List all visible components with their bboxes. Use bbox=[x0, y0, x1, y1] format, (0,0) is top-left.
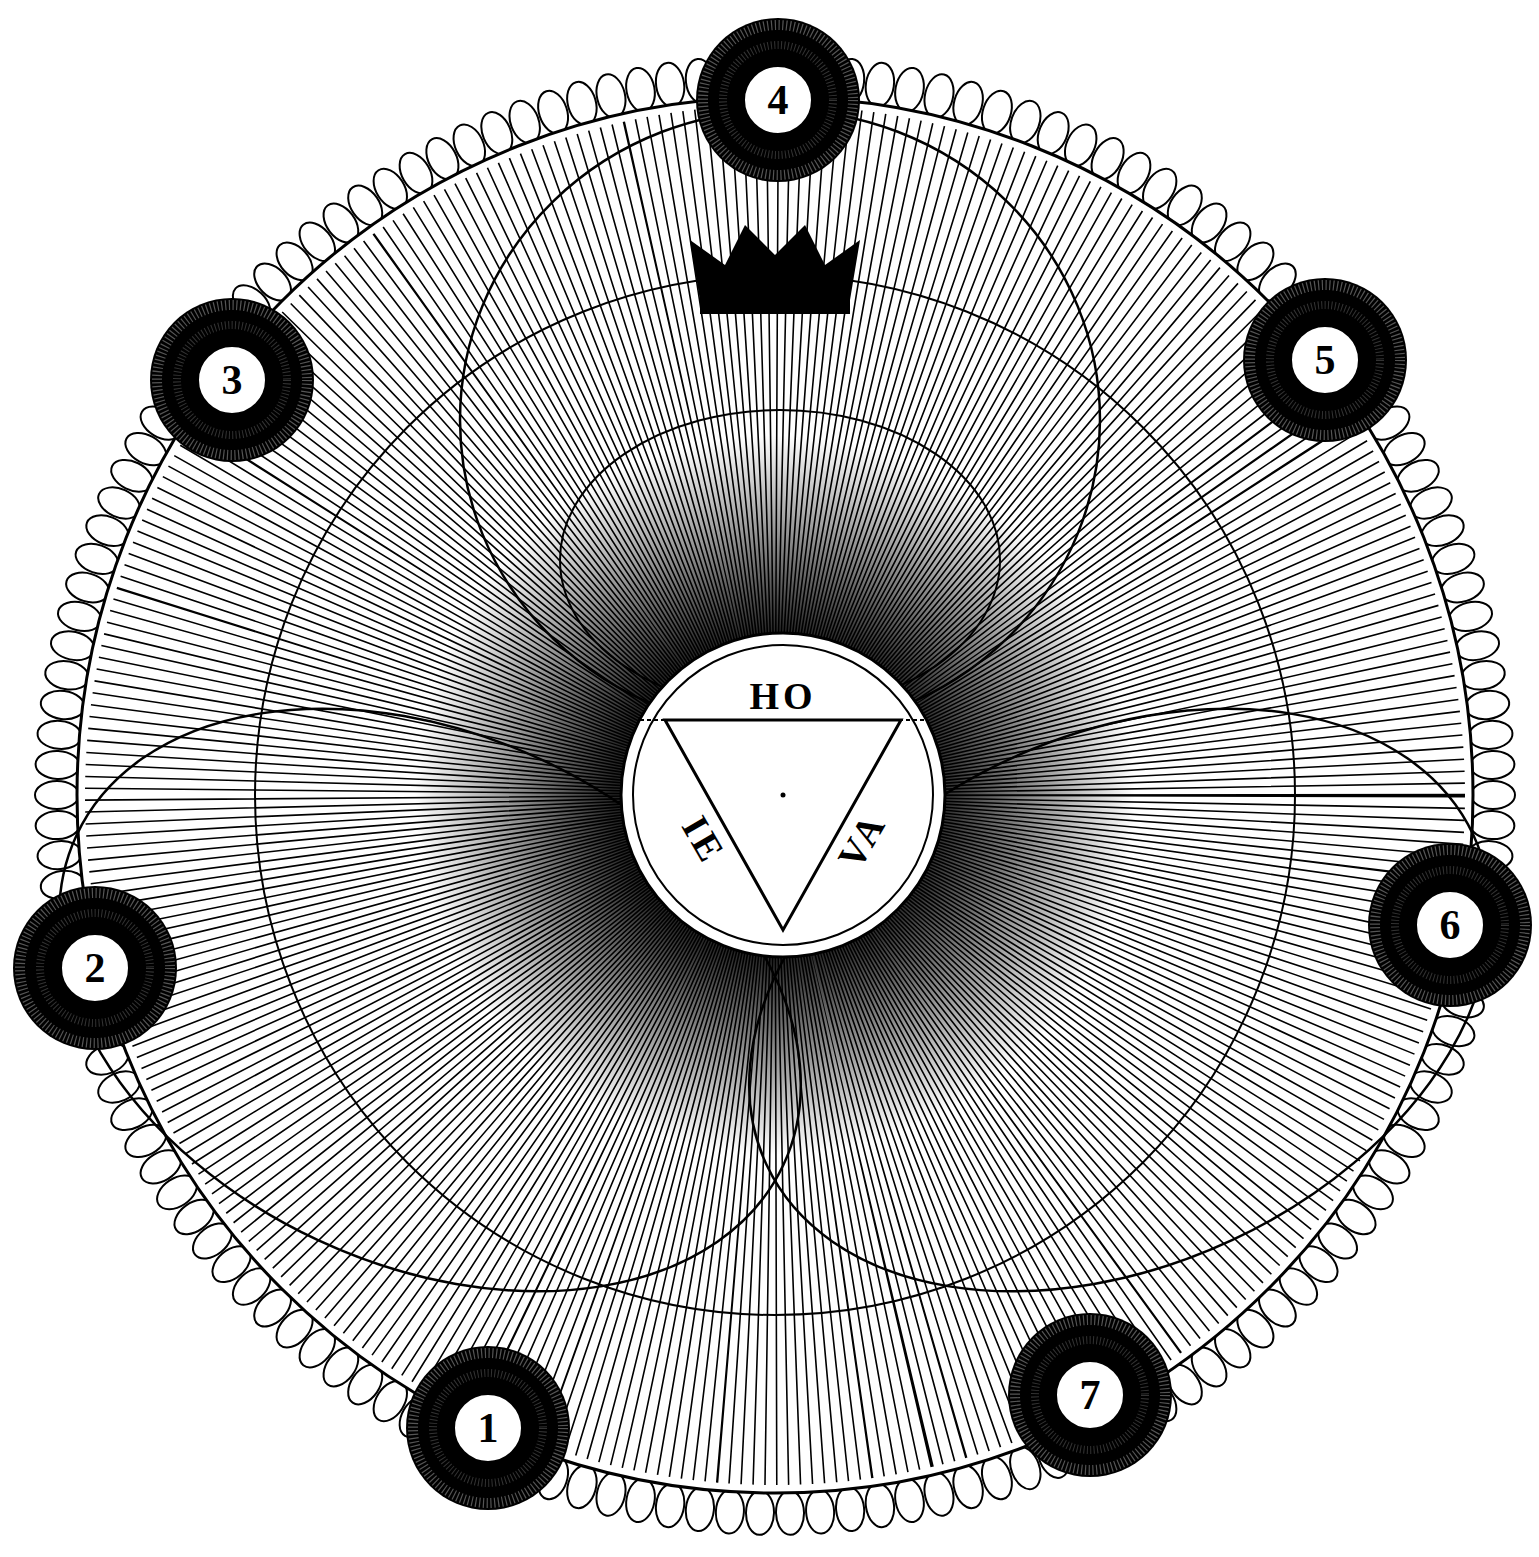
middle-circle bbox=[255, 275, 1295, 1315]
seal-number: 7 bbox=[1080, 1374, 1101, 1416]
seal-number: 2 bbox=[85, 947, 106, 989]
numbered-seal: 1 bbox=[403, 1343, 573, 1513]
loop bbox=[35, 750, 80, 780]
loop bbox=[653, 1481, 687, 1529]
numbered-seal: 5 bbox=[1240, 275, 1410, 445]
centre-circle: HOIEVA bbox=[618, 630, 948, 960]
crown-base bbox=[700, 298, 850, 314]
seal-number: 4 bbox=[768, 79, 789, 121]
loop bbox=[1470, 810, 1515, 840]
loop bbox=[863, 61, 897, 109]
numbered-seal: 4 bbox=[693, 15, 863, 185]
seal-number: 5 bbox=[1315, 339, 1336, 381]
loop bbox=[36, 839, 82, 871]
loop bbox=[746, 1491, 775, 1536]
loop bbox=[35, 781, 79, 809]
loop bbox=[715, 1489, 746, 1535]
numbered-seal: 7 bbox=[1005, 1310, 1175, 1480]
seal-number: 3 bbox=[222, 359, 243, 401]
numbered-seal: 2 bbox=[10, 883, 180, 1053]
loop-ring bbox=[35, 55, 1515, 1535]
loop bbox=[1464, 688, 1511, 721]
outer-circle bbox=[77, 97, 1473, 1493]
crown bbox=[690, 225, 860, 300]
seal-number: 1 bbox=[478, 1407, 499, 1449]
divine-letters: HO bbox=[749, 677, 816, 715]
loop bbox=[684, 1486, 716, 1533]
loop bbox=[36, 719, 82, 751]
dark-core bbox=[415, 435, 1135, 1155]
loop bbox=[39, 688, 86, 721]
loop bbox=[1467, 719, 1513, 751]
loop bbox=[1471, 781, 1515, 809]
loop bbox=[805, 1489, 836, 1535]
numbered-seal: 3 bbox=[147, 295, 317, 465]
loop bbox=[1470, 750, 1515, 780]
seal-number: 6 bbox=[1440, 904, 1461, 946]
loop bbox=[834, 1486, 866, 1533]
loop bbox=[776, 1491, 805, 1536]
numbered-seal: 6 bbox=[1365, 840, 1535, 1010]
loop bbox=[653, 61, 687, 109]
loop bbox=[35, 810, 80, 840]
loop bbox=[863, 1481, 897, 1529]
